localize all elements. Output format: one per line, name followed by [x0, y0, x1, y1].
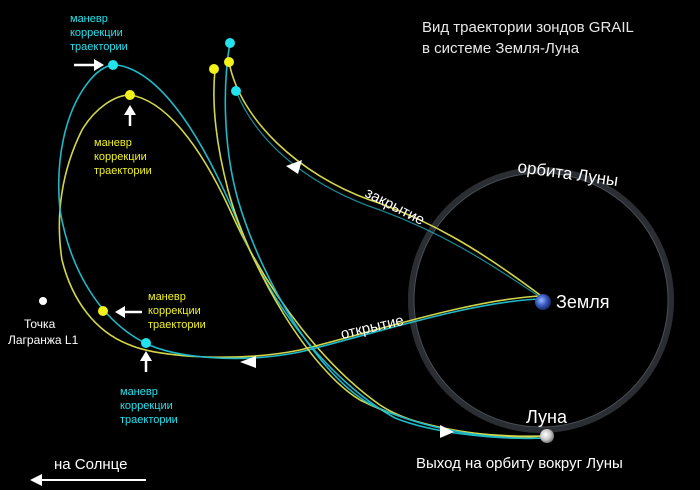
- maneuver-text: траектории: [94, 165, 152, 177]
- arrow-icon: [440, 425, 454, 438]
- arrow-icon: [240, 356, 256, 368]
- moon-orbit-ring-inner: [413, 172, 669, 428]
- arrow-icon: [30, 474, 146, 486]
- maneuver-text: траектории: [148, 319, 206, 331]
- maneuver-label-yellow-top: маневр коррекции траектории: [94, 137, 152, 177]
- lagrange-point-marker: [39, 297, 47, 305]
- maneuver-label-yellow-left: маневр коррекции траектории: [148, 291, 206, 331]
- yellow-marker-upper-right: [224, 57, 234, 67]
- moon-orbit-label: орбита Луны: [516, 157, 619, 190]
- maneuver-text: маневр: [120, 386, 158, 398]
- lunar-orbit-insertion-label: Выход на орбиту вокруг Луны: [416, 455, 623, 472]
- earth-icon: [535, 294, 551, 310]
- maneuver-text: коррекции: [120, 400, 173, 412]
- to-sun-label: на Солнце: [54, 456, 127, 473]
- maneuver-text: маневр: [70, 13, 108, 25]
- maneuver-text: маневр: [148, 291, 186, 303]
- lagrange-label-line-2: Лагранжа L1: [8, 333, 79, 347]
- cyan-maneuver-marker-bottom: [141, 338, 151, 348]
- cyan-return-loop: [224, 41, 547, 440]
- maneuver-text: коррекции: [70, 27, 123, 39]
- earth-label: Земля: [556, 292, 610, 312]
- arrow-icon: [74, 59, 104, 71]
- yellow-maneuver-marker-top: [125, 90, 135, 100]
- maneuver-text: коррекции: [148, 305, 201, 317]
- arrow-icon: [124, 105, 136, 126]
- yellow-trajectory: [58, 94, 546, 438]
- cyan-marker-upper-lower: [231, 86, 241, 96]
- lagrange-label-line-1: Точка: [24, 317, 56, 331]
- maneuver-label-cyan-top: маневр коррекции траектории: [70, 13, 128, 53]
- yellow-marker-upper-left: [209, 64, 219, 74]
- opening-label: открытие: [339, 312, 405, 343]
- cyan-closing-leg: [235, 90, 541, 298]
- maneuver-text: маневр: [94, 137, 132, 149]
- moon-orbit-ring: [408, 167, 674, 433]
- cyan-trajectory: [57, 64, 546, 440]
- arrow-icon: [140, 351, 152, 372]
- arrow-icon: [115, 306, 142, 318]
- maneuver-text: коррекции: [94, 151, 147, 163]
- arrow-icon: [286, 160, 302, 174]
- maneuver-label-cyan-bottom: маневр коррекции траектории: [120, 386, 178, 426]
- maneuver-text: траектории: [70, 41, 128, 53]
- title-line-1: Вид траектории зондов GRAIL: [422, 19, 634, 36]
- yellow-closing-leg: [228, 61, 541, 296]
- moon-label: Луна: [526, 407, 568, 427]
- cyan-marker-upper: [225, 38, 235, 48]
- title-line-2: в системе Земля-Луна: [422, 40, 580, 57]
- yellow-return-loop: [213, 69, 547, 438]
- yellow-maneuver-marker-left: [98, 306, 108, 316]
- cyan-maneuver-marker-top: [108, 60, 118, 70]
- moon-icon: [540, 429, 554, 443]
- maneuver-text: траектории: [120, 414, 178, 426]
